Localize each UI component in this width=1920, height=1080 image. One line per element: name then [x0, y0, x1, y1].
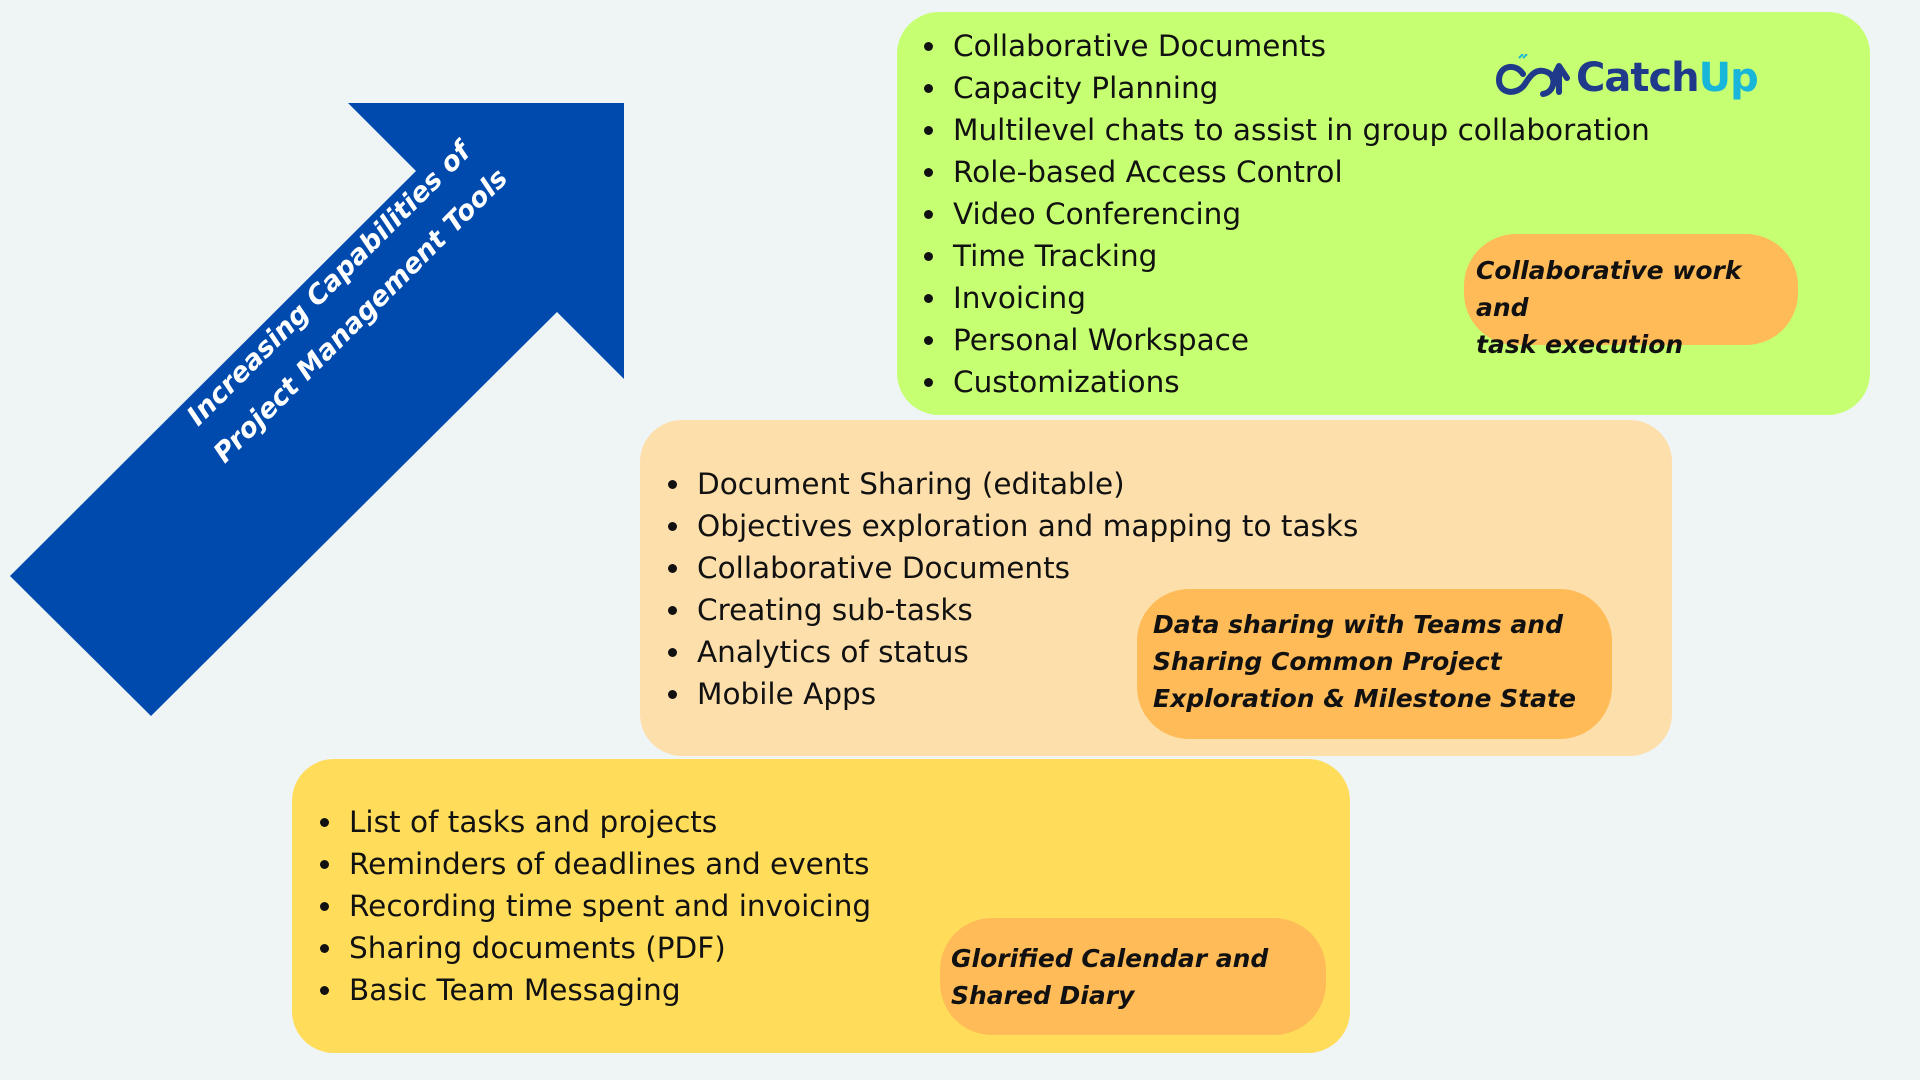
- tier-sharing-feature-list: Document Sharing (editable) Objectives e…: [641, 463, 1358, 715]
- catchup-logo-text-catch: Catch: [1576, 55, 1700, 101]
- tag-line: Sharing Common Project: [1153, 647, 1502, 676]
- feature-item: Personal Workspace: [897, 319, 1650, 361]
- feature-item: Time Tracking: [897, 235, 1650, 277]
- tag-line: Shared Diary: [951, 981, 1135, 1010]
- feature-item: Customizations: [897, 361, 1650, 403]
- feature-item: Multilevel chats to assist in group coll…: [897, 109, 1650, 151]
- tag-line: task execution: [1476, 330, 1684, 359]
- tag-line: Glorified Calendar and: [951, 944, 1269, 973]
- feature-item: Capacity Planning: [897, 67, 1650, 109]
- tier-basic-feature-list: List of tasks and projects Reminders of …: [293, 801, 871, 1011]
- feature-item: Sharing documents (PDF): [293, 927, 871, 969]
- tier-basic-tag: Glorified Calendar and Shared Diary: [940, 918, 1326, 1035]
- feature-item: Collaborative Documents: [897, 25, 1650, 67]
- feature-item: Role-based Access Control: [897, 151, 1650, 193]
- feature-item: List of tasks and projects: [293, 801, 871, 843]
- tier-collaborative-tag: Collaborative work and task execution: [1464, 234, 1798, 359]
- catchup-logo: CatchUp: [1493, 50, 1773, 110]
- tier-sharing-tag: Data sharing with Teams and Sharing Comm…: [1137, 589, 1612, 739]
- tag-line: Collaborative work and: [1476, 256, 1742, 322]
- catchup-logo-text: CatchUp: [1576, 54, 1759, 102]
- feature-item: Collaborative Documents: [641, 547, 1358, 589]
- feature-item: Video Conferencing: [897, 193, 1650, 235]
- feature-item: Invoicing: [897, 277, 1650, 319]
- feature-item: Document Sharing (editable): [641, 463, 1358, 505]
- feature-item: Reminders of deadlines and events: [293, 843, 871, 885]
- feature-item: Creating sub-tasks: [641, 589, 1358, 631]
- tag-line: Data sharing with Teams and: [1153, 610, 1563, 639]
- feature-item: Mobile Apps: [641, 673, 1358, 715]
- tier-collaborative-feature-list: Collaborative Documents Capacity Plannin…: [897, 25, 1650, 403]
- catchup-loop-arrow-icon: [1495, 54, 1570, 97]
- tag-line: Exploration & Milestone State: [1153, 684, 1576, 713]
- feature-item: Analytics of status: [641, 631, 1358, 673]
- feature-item: Recording time spent and invoicing: [293, 885, 871, 927]
- tier-collaborative-panel: [897, 12, 1870, 415]
- capability-arrow-shape: [10, 103, 624, 716]
- capability-arrow: [10, 103, 624, 716]
- catchup-logo-text-up: Up: [1698, 55, 1759, 101]
- feature-item: Objectives exploration and mapping to ta…: [641, 505, 1358, 547]
- feature-item: Basic Team Messaging: [293, 969, 871, 1011]
